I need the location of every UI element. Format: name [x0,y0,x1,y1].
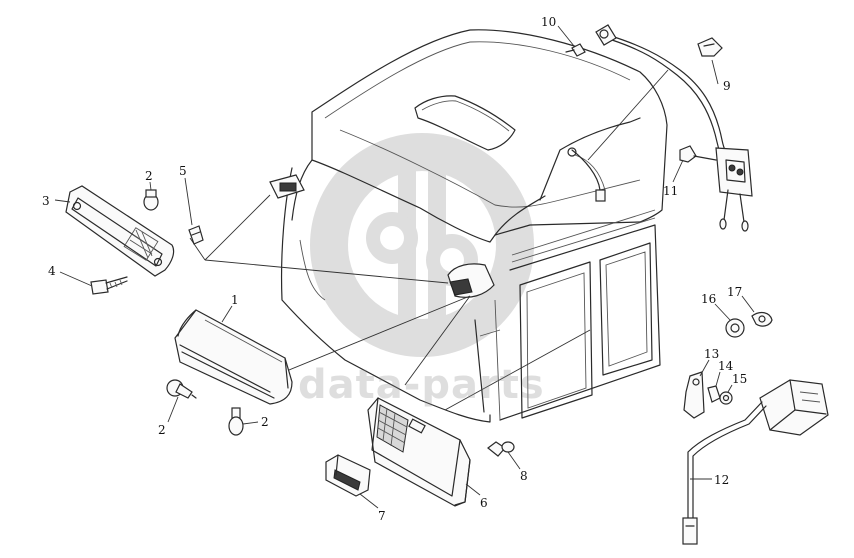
callout-16: 16 [701,292,716,306]
work-lamp [367,397,471,507]
screw [90,276,128,295]
bulb-lower [228,407,244,436]
callout-12: 12 [714,473,729,487]
callout-numbers: 1 2 2 2 3 4 5 6 7 8 9 10 11 12 13 14 15 … [42,15,747,523]
callout-3: 3 [42,194,50,208]
cab-body [269,29,668,423]
callout-14: 14 [718,359,734,373]
bulb-8 [487,441,515,457]
callout-4: 4 [48,264,56,278]
callout-leaders [54,25,755,509]
callout-11: 11 [663,184,678,198]
callout-7: 7 [378,509,386,523]
callout-2-lower-left: 2 [158,423,166,437]
watermark-text: data-parts [298,362,545,408]
rocker-switch [325,454,371,497]
callout-15: 15 [732,372,747,386]
washers [725,311,773,338]
callout-10: 10 [541,15,556,29]
wiring-harness [565,24,753,232]
callout-13: 13 [704,347,719,361]
mounting-bracket [683,371,733,419]
roof-lamp-lens [174,309,293,405]
bulb-top [143,189,159,211]
clip-5 [188,225,204,245]
callout-17: 17 [727,285,742,299]
callout-1: 1 [231,293,239,307]
side-marker-lamp [65,185,175,277]
callout-5: 5 [179,164,187,178]
bulb-lower-left [166,379,197,399]
callout-6: 6 [480,496,488,510]
callout-9: 9 [723,79,731,93]
callout-8: 8 [520,469,528,483]
mirror-lamp-assembly [682,379,829,545]
callout-2-top: 2 [145,169,153,183]
callout-2-lower: 2 [261,415,269,429]
